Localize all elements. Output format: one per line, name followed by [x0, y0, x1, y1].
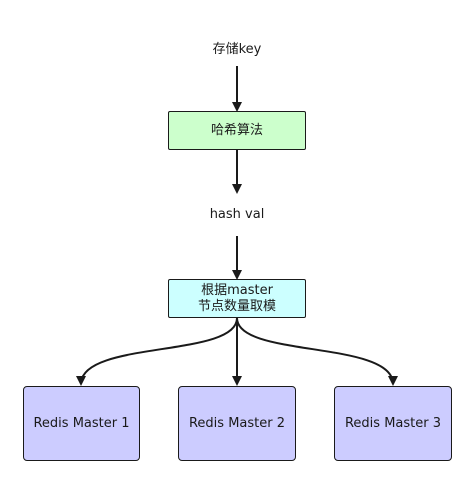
arrow-mod-to-master-1 — [76, 317, 238, 386]
hash-val-label: hash val — [209, 207, 265, 222]
modulo-label-line1: 根据master — [201, 282, 273, 298]
modulo-box: 根据master 节点数量取模 — [168, 279, 306, 318]
modulo-label-line2: 节点数量取模 — [197, 298, 276, 314]
redis-master-2-label: Redis Master 2 — [188, 415, 285, 431]
arrow-mod-to-master-3 — [236, 317, 398, 386]
redis-master-1-label: Redis Master 1 — [33, 415, 130, 431]
redis-master-3: Redis Master 3 — [334, 386, 452, 461]
redis-master-1: Redis Master 1 — [23, 386, 140, 461]
redis-master-2: Redis Master 2 — [178, 386, 296, 461]
store-key-label: 存储key — [212, 42, 262, 57]
hash-algorithm-label: 哈希算法 — [210, 122, 263, 138]
hash-algorithm-box: 哈希算法 — [168, 111, 306, 150]
redis-master-3-label: Redis Master 3 — [344, 415, 441, 431]
